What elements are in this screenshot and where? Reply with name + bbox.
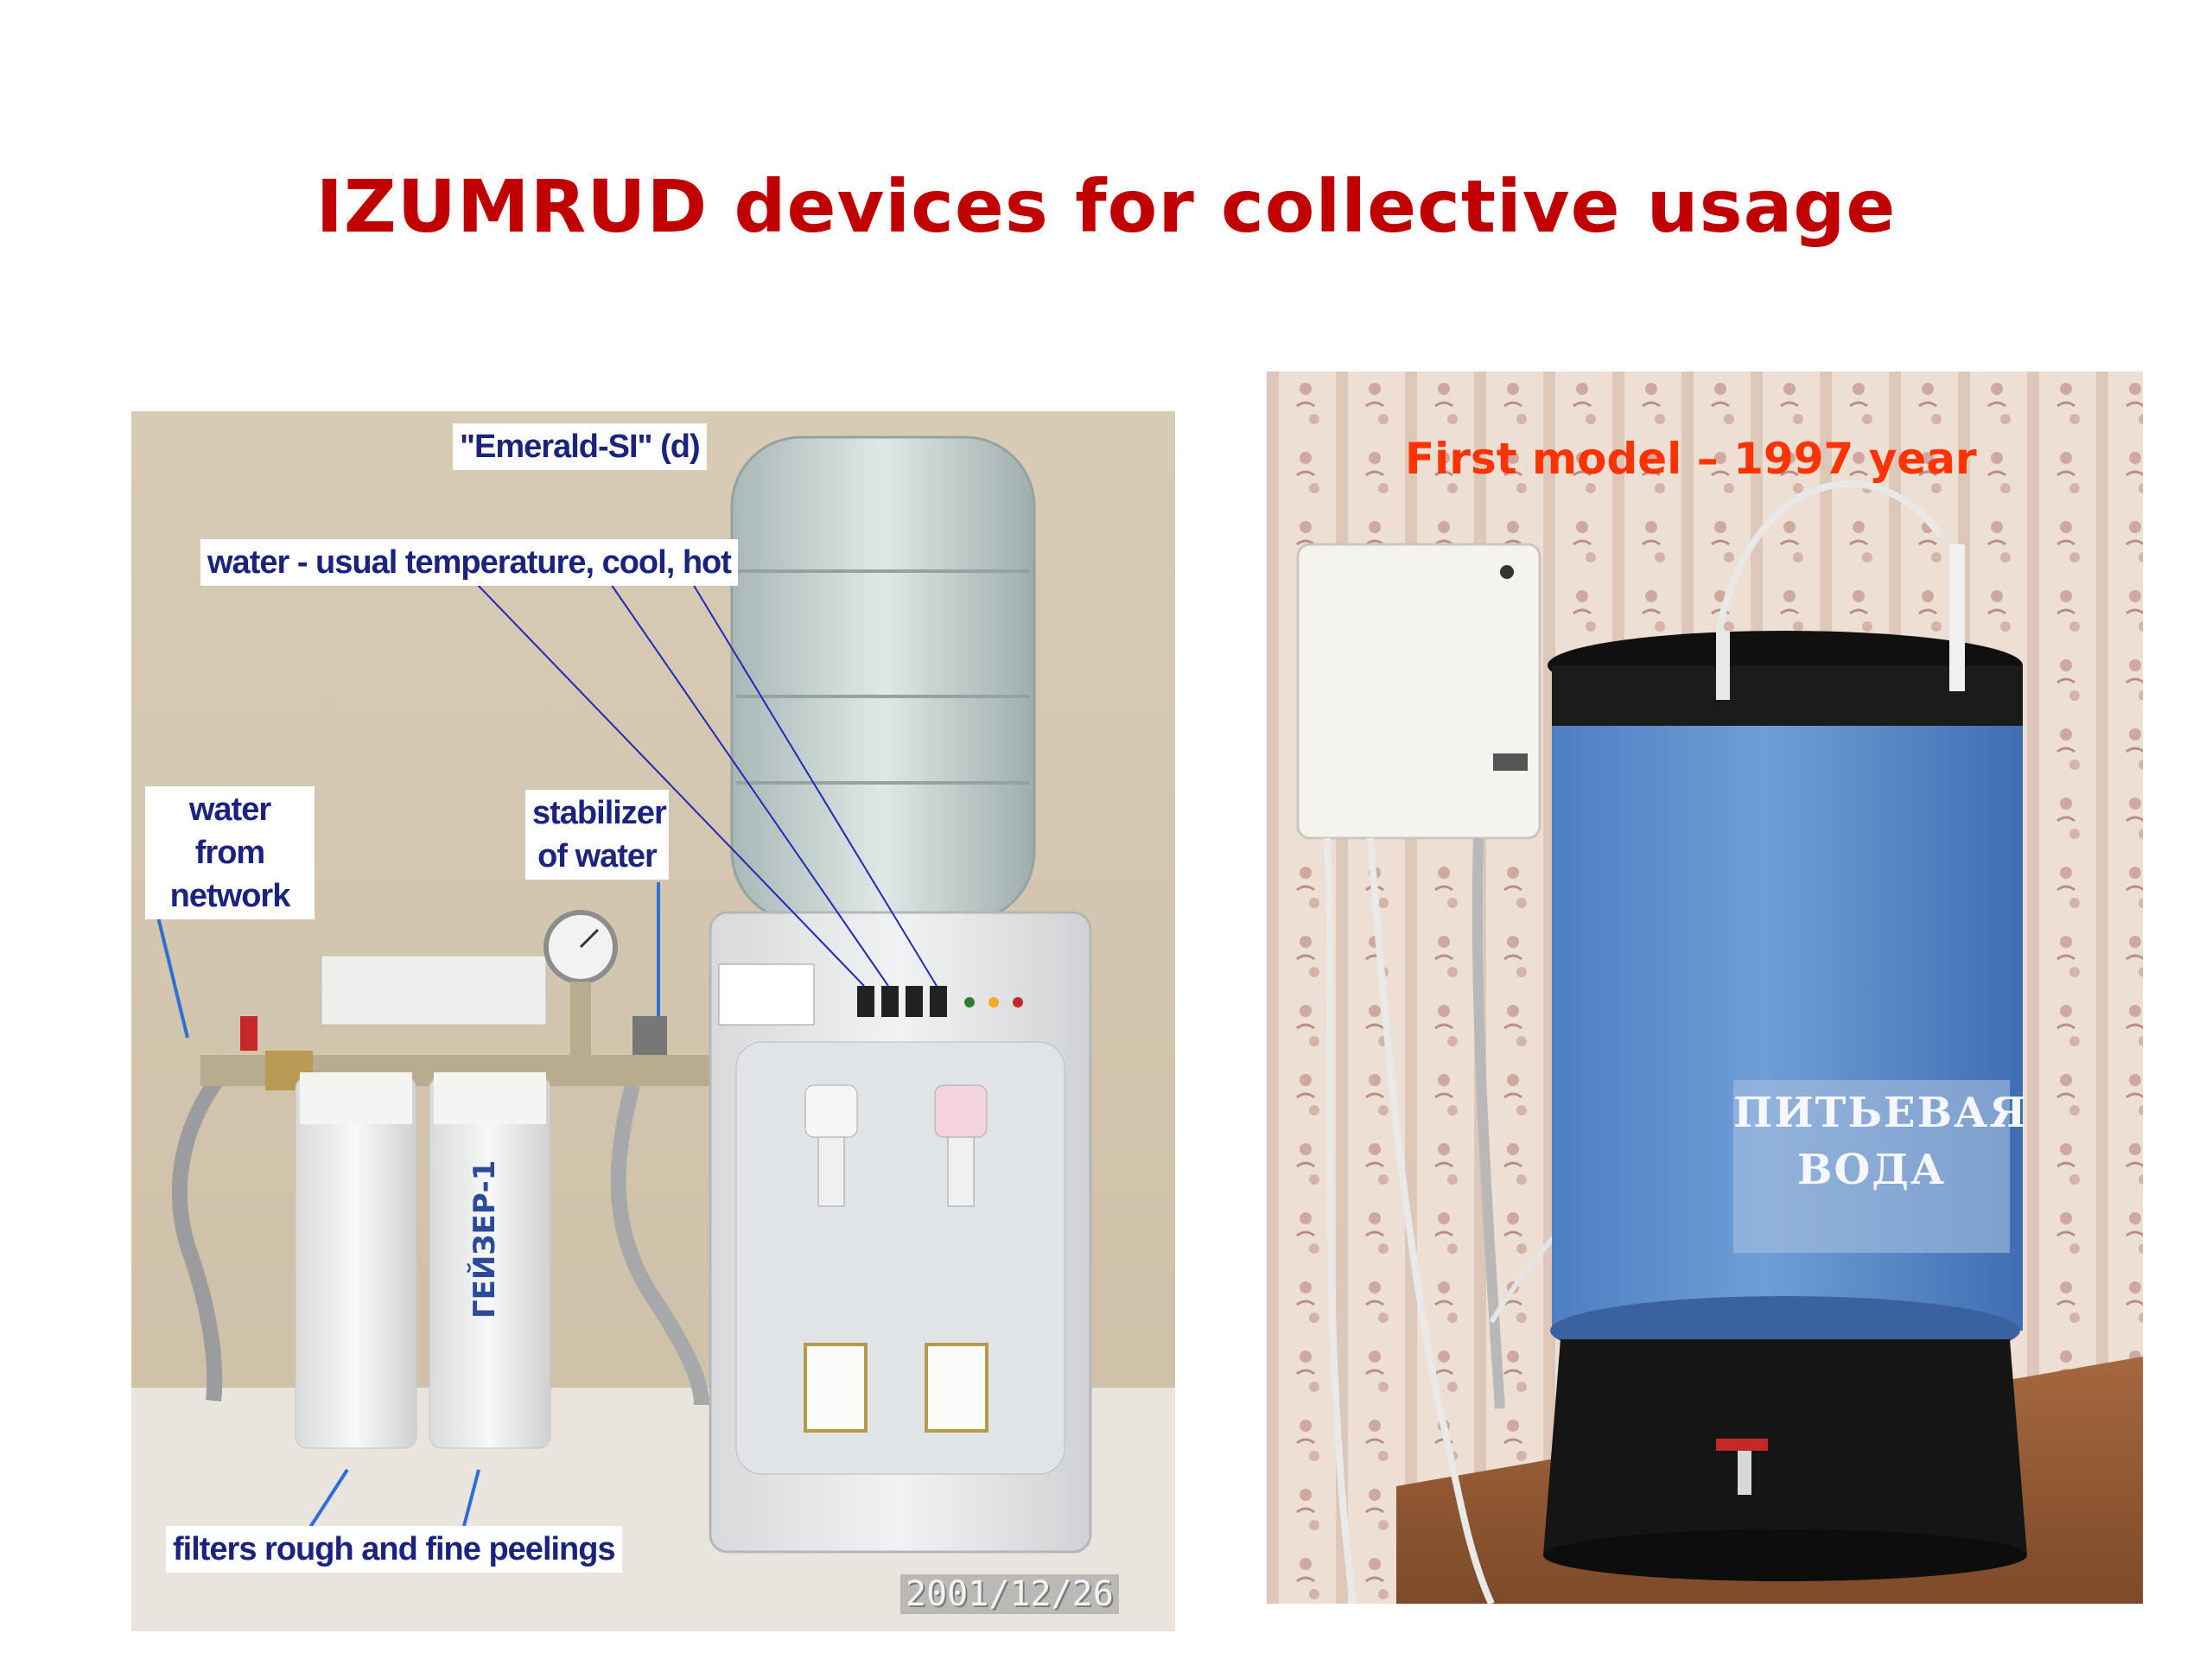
water-from-network-line1: water from [188,791,271,871]
first-model-caption: First model – 1997 year [1405,434,1977,484]
stabilizer-line1: stabilizer [532,795,667,831]
photo-date-stamp: 2001/12/26 [900,1574,1119,1614]
water-cooler-photo: ГЕЙЗЕР-1 "Emerald-SI" (d) water - usual … [131,411,1175,1631]
stabilizer-caption: stabilizer of water [525,790,669,880]
tank-label-line1: ПИТЬЕВАЯ [1733,1089,2028,1137]
stabilizer-line2: of water [537,838,658,874]
water-from-network-line2: network [169,878,291,914]
tank-label-line2: ВОДА [1796,1146,1947,1194]
first-model-photo: First model – 1997 year ПИТЬЕВАЯ ВОДА [1267,372,2143,1604]
filters-caption: filters rough and fine peelings [166,1526,622,1573]
model-caption: "Emerald-SI" (d) [453,423,707,470]
water-temperature-caption: water - usual temperature, cool, hot [200,539,738,586]
water-from-network-caption: water from network [145,786,315,919]
first-model-illustration [1267,372,2143,1604]
svg-text:ГЕЙЗЕР-1: ГЕЙЗЕР-1 [467,1160,502,1319]
water-cooler-illustration: ГЕЙЗЕР-1 [131,411,1175,1631]
slide-title: IZUMRUD devices for collective usage [315,164,1897,249]
tank-label: ПИТЬЕВАЯ ВОДА [1733,1084,2028,1198]
